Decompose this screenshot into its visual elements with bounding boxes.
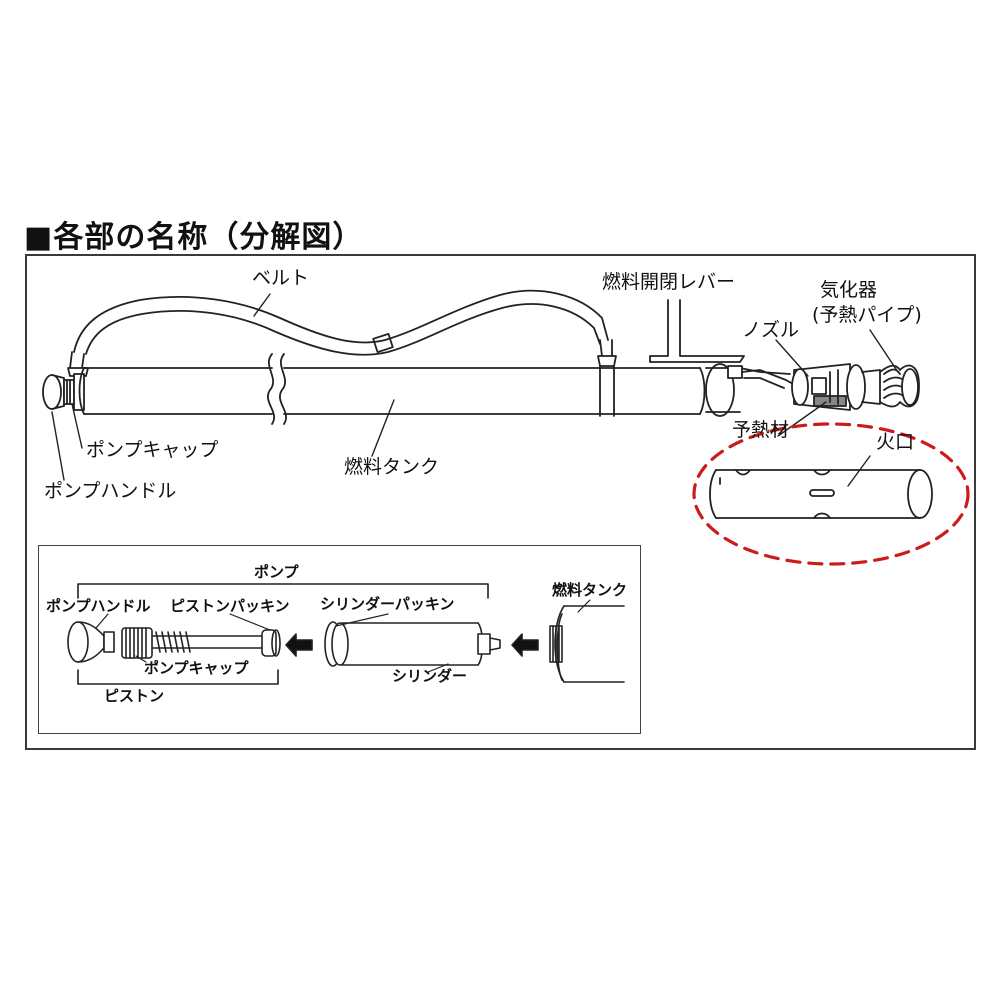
label-belt: ベルト xyxy=(252,267,310,289)
pump-bracket xyxy=(77,583,489,599)
vaporizer-shape xyxy=(791,363,920,411)
label-preheat-material: 予熱材 xyxy=(732,419,790,441)
pump-handle-shape xyxy=(42,374,75,410)
burner-highlight xyxy=(692,422,970,566)
inset-piston-rod xyxy=(151,629,281,657)
inset-pump-handle xyxy=(67,621,115,663)
label-vaporizer: 気化器 xyxy=(820,279,878,301)
inset-label-cylinder-packing: シリンダーパッキン xyxy=(320,595,455,613)
pump-detail-inset xyxy=(38,545,641,734)
inset-label-pump-handle: ポンプハンドル xyxy=(46,597,151,615)
inset-cylinder xyxy=(324,621,501,667)
diagram-frame xyxy=(25,254,976,750)
inset-label-pump: ポンプ xyxy=(254,563,299,581)
label-pump-cap: ポンプキャップ xyxy=(86,439,219,461)
inset-label-piston-packing: ピストンパッキン xyxy=(170,597,290,615)
label-fuel-tank: 燃料タンク xyxy=(344,456,440,478)
leader-lines xyxy=(51,293,899,487)
fuel-lever-shape xyxy=(649,299,801,417)
section-heading: ■各部の名称（分解図） xyxy=(24,220,364,255)
inset-label-piston: ピストン xyxy=(104,687,165,705)
arrow-left-1 xyxy=(285,633,313,657)
belt-strap xyxy=(67,289,617,377)
inset-label-pump-cap: ポンプキャップ xyxy=(144,659,249,677)
arrow-left-2 xyxy=(511,633,539,657)
piston-bracket xyxy=(77,669,279,685)
inset-label-fuel-tank: 燃料タンク xyxy=(552,581,628,599)
inset-fuel-tank xyxy=(549,605,625,683)
label-fuel-lever: 燃料開閉レバー xyxy=(602,271,736,293)
inset-pump-cap xyxy=(121,627,153,659)
fuel-tank-tube xyxy=(73,353,706,425)
label-nozzle: ノズル xyxy=(742,319,800,341)
label-burner-mouth: 火口 xyxy=(876,431,915,453)
label-pump-handle: ポンプハンドル xyxy=(44,480,177,502)
label-preheat-pipe: (予熱パイプ) xyxy=(812,304,922,326)
inset-label-cylinder: シリンダー xyxy=(392,667,468,685)
burner-mouth-shape xyxy=(709,469,933,519)
